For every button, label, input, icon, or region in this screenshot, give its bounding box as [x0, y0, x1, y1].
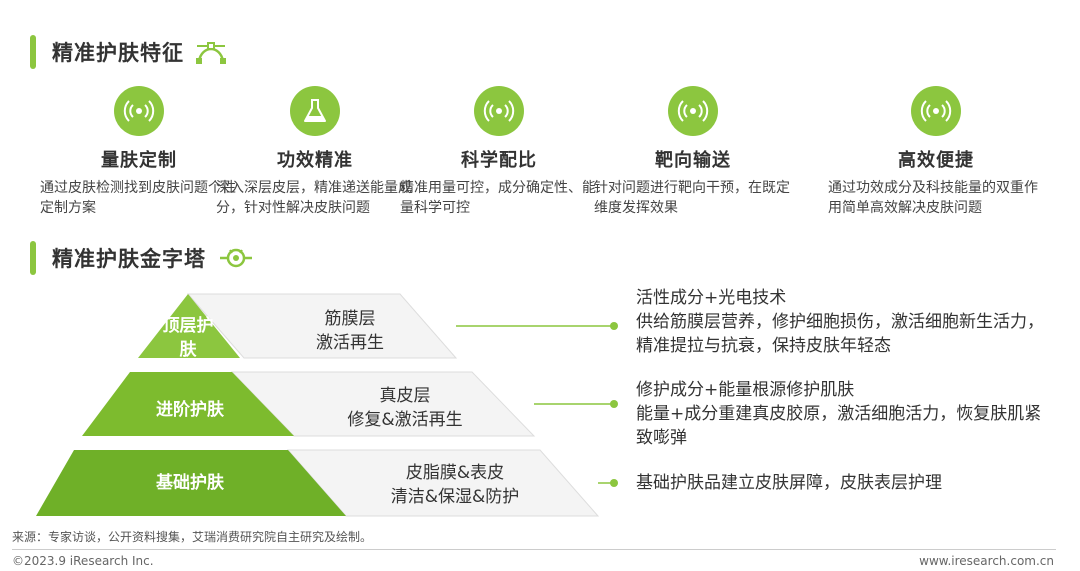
connector-dot [610, 479, 618, 487]
layer-action: 修复&激活再生 [347, 410, 463, 430]
feature-card: 量肤定制 通过皮肤检测找到皮肤问题个性定制方案 [34, 86, 244, 218]
title-accent-bar [30, 35, 36, 69]
pyramid-layer-top [138, 294, 240, 358]
detail-text: 基础护肤品建立皮肤屏障，皮肤表层护理 [636, 473, 942, 493]
feature-card: 高效便捷 通过功效成分及科技能量的双重作用简单高效解决皮肤问题 [822, 86, 1050, 218]
pyramid-layer-text: 真皮层 修复&激活再生 [310, 384, 500, 432]
connector-dot [610, 400, 618, 408]
pyramid-layer-bottom [36, 450, 346, 516]
curve-tool-icon [196, 42, 226, 64]
section-title-pyramid: 精准护肤金字塔 [30, 240, 256, 276]
feature-title: 靶向输送 [655, 150, 731, 171]
layer-action: 清洁&保湿&防护 [390, 487, 520, 507]
feature-desc: 通过皮肤检测找到皮肤问题个性定制方案 [40, 180, 236, 216]
detail-title: 活性成分+光电技术 [636, 288, 787, 308]
pyramid-detail-bottom: 基础护肤品建立皮肤屏障，皮肤表层护理 [636, 471, 1056, 495]
feature-desc: 针对问题进行靶向干预，在既定维度发挥效果 [594, 180, 790, 216]
signal-icon [668, 86, 718, 136]
pyramid-label-top: 顶层护肤 [162, 316, 214, 360]
detail-title: 修护成分+能量根源修护肌肤 [636, 380, 855, 400]
pyramid-layer-middle [82, 372, 294, 436]
feature-title: 量肤定制 [101, 150, 177, 171]
pyramid-panel-middle [230, 371, 536, 437]
source-note: 来源：专家访谈，公开资料搜集，艾瑞消费研究院自主研究及绘制。 [12, 530, 373, 544]
pyramid-label-middle: 进阶护肤 [156, 400, 224, 420]
pyramid-layer-text: 筋膜层 激活再生 [270, 307, 430, 355]
pyramid-diagram [36, 293, 618, 517]
layer-action: 激活再生 [316, 333, 384, 353]
feature-card: 功效精准 深入深层皮层，精准递送能量成分，针对性解决皮肤问题 [210, 86, 420, 218]
feature-title: 高效便捷 [898, 150, 974, 171]
layer-name: 真皮层 [379, 386, 431, 406]
copyright: ©2023.9 iResearch Inc. [12, 554, 154, 568]
section-title-features: 精准护肤特征 [30, 34, 228, 70]
pyramid-panel-top [186, 293, 458, 359]
connector-dot [610, 322, 618, 330]
detail-text: 能量+成分重建真皮胶原，激活细胞活力，恢复肤肌紧致嘭弹 [636, 404, 1042, 448]
feature-card: 科学配比 精准用量可控，成分确定性、能量科学可控 [394, 86, 604, 218]
flask-icon [290, 86, 340, 136]
feature-desc: 精准用量可控，成分确定性、能量科学可控 [400, 180, 596, 216]
eye-target-icon [220, 248, 252, 268]
footer-divider [12, 549, 1056, 550]
signal-icon [474, 86, 524, 136]
website-link[interactable]: www.iresearch.com.cn [919, 554, 1054, 568]
pyramid-detail-middle: 修护成分+能量根源修护肌肤 能量+成分重建真皮胶原，激活细胞活力，恢复肤肌紧致嘭… [636, 378, 1056, 450]
signal-icon [114, 86, 164, 136]
pyramid-label-bottom: 基础护肤 [156, 473, 224, 493]
section-title-text: 精准护肤特征 [52, 41, 184, 65]
feature-title: 科学配比 [461, 150, 537, 171]
detail-text: 供给筋膜层营养，修护细胞损伤，激活细胞新生活力，精准提拉与抗衰，保持皮肤年轻态 [636, 312, 1044, 356]
signal-icon [911, 86, 961, 136]
section-title-text: 精准护肤金字塔 [52, 247, 206, 271]
feature-desc: 通过功效成分及科技能量的双重作用简单高效解决皮肤问题 [828, 180, 1038, 216]
title-accent-bar [30, 241, 36, 275]
pyramid-layer-text: 皮脂膜&表皮 清洁&保湿&防护 [350, 461, 560, 509]
layer-name: 皮脂膜&表皮 [405, 463, 505, 483]
pyramid-detail-top: 活性成分+光电技术 供给筋膜层营养，修护细胞损伤，激活细胞新生活力，精准提拉与抗… [636, 286, 1056, 358]
feature-desc: 深入深层皮层，精准递送能量成分，针对性解决皮肤问题 [216, 180, 412, 216]
feature-card: 靶向输送 针对问题进行靶向干预，在既定维度发挥效果 [588, 86, 798, 218]
layer-name: 筋膜层 [324, 309, 376, 329]
feature-title: 功效精准 [277, 150, 353, 171]
